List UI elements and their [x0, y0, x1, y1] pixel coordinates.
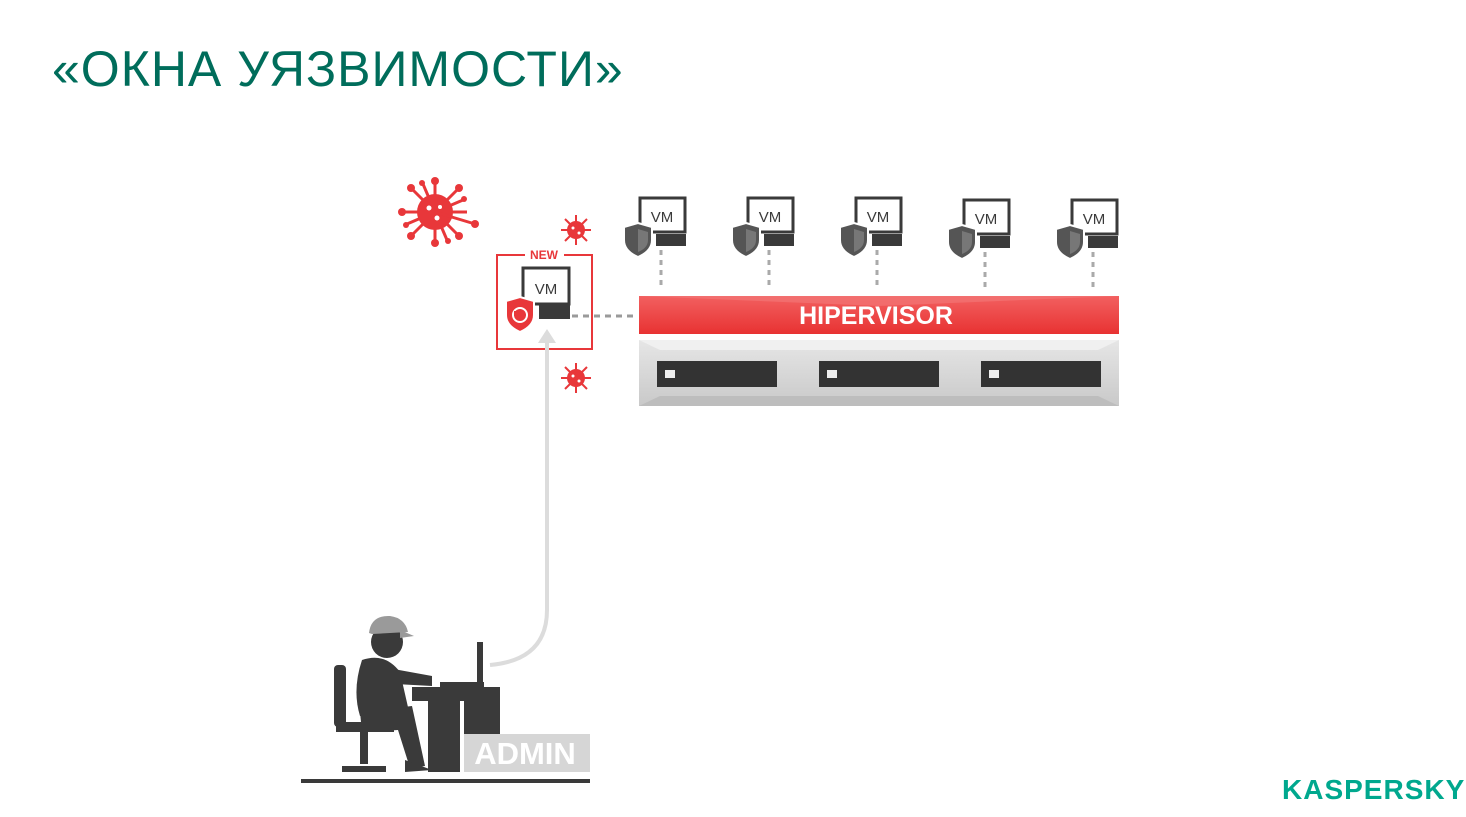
deploy-arrow [489, 340, 549, 667]
vm-4: VM [947, 198, 1011, 290]
virus-icon-small [561, 215, 591, 245]
kaspersky-logo: KASPERSKYlab [1282, 774, 1466, 806]
server-drive [981, 361, 1101, 387]
brand-name: KASPERSKY [1282, 774, 1466, 805]
hypervisor-label: HIPERVISOR [799, 302, 953, 330]
server-drive [819, 361, 939, 387]
vm-label: VM [651, 209, 674, 226]
admin-label: ADMIN [474, 736, 576, 771]
virus-icon-large [398, 177, 479, 247]
vm-label: VM [759, 209, 782, 226]
new-vm: NEW VM [496, 248, 593, 350]
vm-label: VM [867, 209, 890, 226]
vm-row: VM VM VM VM [623, 196, 1119, 290]
server-drive [657, 361, 777, 387]
vm-label: VM [1083, 211, 1106, 228]
hypervisor-bar: HIPERVISOR [639, 296, 1119, 334]
vm-5: VM [1055, 198, 1119, 290]
vm-label: VM [535, 281, 558, 298]
slide-title: «ОКНА УЯЗВИМОСТИ» [52, 41, 624, 97]
vm-1: VM [623, 196, 687, 290]
server-chassis [639, 340, 1119, 406]
new-badge: NEW [530, 248, 559, 262]
shield-refresh-icon [505, 295, 535, 334]
virus-icon-small [561, 363, 591, 393]
vm-2: VM [731, 196, 795, 290]
admin-figure: ADMIN [301, 615, 590, 783]
vm-label: VM [975, 211, 998, 228]
vm-3: VM [839, 196, 903, 290]
